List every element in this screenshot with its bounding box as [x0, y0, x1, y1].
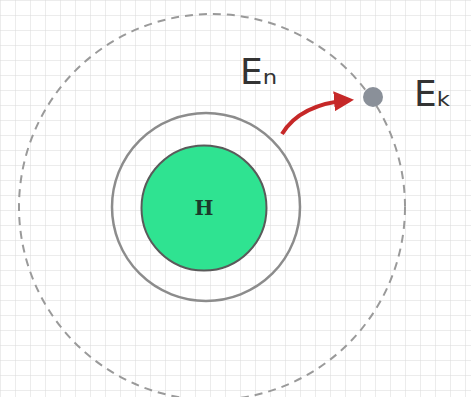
inner-orbit	[112, 113, 300, 301]
nucleus-shape	[142, 146, 267, 271]
outer-orbit	[19, 14, 405, 397]
energy-label: Eₖ	[414, 74, 452, 114]
energy-label: Eₙ	[240, 52, 277, 92]
nucleus-circle: H	[140, 144, 268, 272]
electron-dot	[363, 87, 383, 107]
transition-arrow	[282, 100, 350, 134]
element-symbol: H	[195, 196, 214, 220]
